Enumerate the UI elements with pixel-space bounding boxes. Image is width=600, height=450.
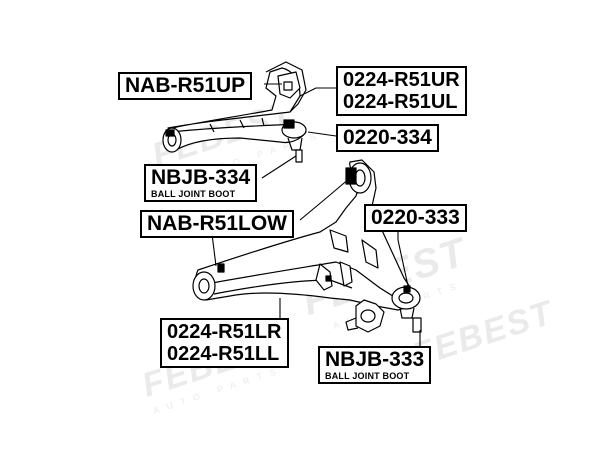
label-upper-arm-pair: 0224-R51UR 0224-R51UL <box>336 66 467 116</box>
upper-bushing-marker <box>165 129 175 137</box>
label-nbjb-334: NBJB-334 BALL JOINT BOOT <box>144 164 258 202</box>
label-0220-333: 0220-333 <box>364 204 467 232</box>
label-nbjb-333-desc: BALL JOINT BOOT <box>325 371 410 381</box>
label-nbjb-333: NBJB-333 BALL JOINT BOOT <box>318 346 432 384</box>
label-nab-r51low: NAB-R51LOW <box>140 210 294 238</box>
leader-0220-333 <box>397 230 409 287</box>
label-0224-r51ul: 0224-R51UL <box>343 91 458 113</box>
label-nbjb-334-desc: BALL JOINT BOOT <box>151 189 236 199</box>
label-0220-334: 0220-334 <box>336 124 439 152</box>
leader-0224-r51u <box>299 87 336 97</box>
label-0224-r51lr: 0224-R51LR <box>167 321 282 343</box>
leader-nab-r51low-front <box>299 177 351 221</box>
leader-0220-334 <box>307 131 337 137</box>
lower-control-arm <box>192 159 422 333</box>
label-nbjb-334-code: NBJB-334 <box>151 166 251 189</box>
leader-nbjb-334 <box>261 155 297 179</box>
label-lower-arm-pair: 0224-R51LR 0224-R51LL <box>160 318 289 368</box>
upper-control-arm <box>162 61 307 163</box>
label-0224-r51ur: 0224-R51UR <box>343 69 460 91</box>
label-0224-r51ll: 0224-R51LL <box>167 343 280 365</box>
label-nbjb-333-code: NBJB-333 <box>325 348 425 371</box>
label-nab-r51up: NAB-R51UP <box>118 72 253 100</box>
